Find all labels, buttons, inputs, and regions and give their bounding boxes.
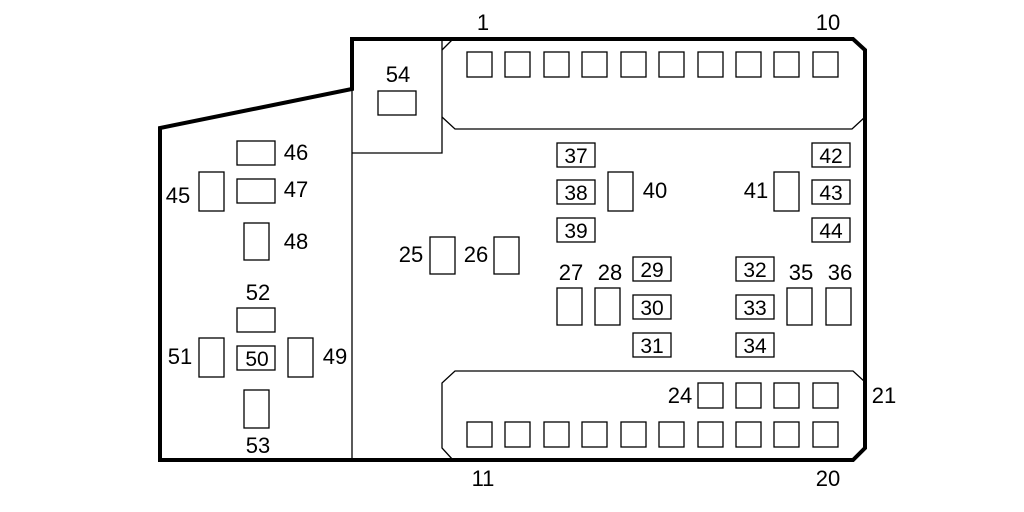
label-31: 31 [640,335,663,358]
relay-54 [377,90,417,116]
fuse-21 [812,382,839,409]
label-21: 21 [872,383,896,408]
fuse-46 [236,140,276,166]
fuse-1 [466,51,493,78]
fuse-12 [504,421,531,448]
label-52: 52 [246,280,270,305]
fuse-row-21-24 [697,382,839,409]
fuse-22 [773,382,800,409]
label-25: 25 [399,242,423,267]
fuse-28 [594,287,621,326]
position-labels: 1 10 11 20 21 24 25 26 27 28 29 30 31 32… [166,10,896,491]
fuse-44 [811,217,851,243]
label-36: 36 [828,260,852,285]
fuse-38 [556,179,596,205]
label-51: 51 [168,344,192,369]
label-34: 34 [743,335,767,358]
fuse-39 [556,217,596,243]
label-10: 10 [816,10,840,35]
fuse-19 [773,421,800,448]
fuse-47 [236,178,276,204]
label-47: 47 [284,177,308,202]
fuse-30 [632,294,672,320]
relay-54-compartment [352,39,443,154]
fuse-11 [466,421,493,448]
label-11: 11 [472,466,495,491]
fuse-36 [825,287,852,326]
label-30: 30 [640,297,663,320]
fuse-15 [620,421,647,448]
label-1: 1 [477,10,489,35]
label-43: 43 [819,182,842,205]
fuse-6 [658,51,685,78]
label-40: 40 [643,178,667,203]
bottom-fuse-row [466,421,839,448]
fuse-2 [504,51,531,78]
top-fuse-row-frame [441,38,866,130]
fuse-31 [632,332,672,358]
fuse-14 [581,421,608,448]
label-48: 48 [284,229,308,254]
label-37: 37 [564,145,587,168]
fuse-7 [697,51,724,78]
label-50: 50 [245,348,268,371]
label-20: 20 [816,466,840,491]
fuse-42 [811,142,851,168]
fuse-45 [198,171,225,212]
fuse-32 [735,256,775,282]
fuse-16 [658,421,685,448]
fuse-27 [556,287,583,326]
fuse-25 [429,236,456,275]
fuse-34 [735,332,775,358]
label-28: 28 [598,260,622,285]
fuse-53 [243,389,270,429]
fuse-33 [735,294,775,320]
fuse-17 [697,421,724,448]
fuse-41 [773,171,800,212]
fuse-4 [581,51,608,78]
label-24: 24 [668,383,692,408]
fuse-35 [786,287,813,326]
fuse-24 [697,382,724,409]
label-32: 32 [743,259,766,282]
fuse-29 [632,256,672,282]
fuse-10 [812,51,839,78]
fuse-40 [607,171,634,212]
fuse-49 [287,337,314,378]
label-42: 42 [819,145,842,168]
label-49: 49 [323,344,347,369]
fuse-13 [543,421,570,448]
label-38: 38 [564,182,587,205]
bottom-fuse-row-frame [441,370,866,461]
label-41: 41 [744,178,768,203]
fuse-5 [620,51,647,78]
fuse-43 [811,179,851,205]
label-33: 33 [743,297,766,320]
label-26: 26 [464,242,488,267]
top-fuse-row [466,51,839,78]
label-45: 45 [166,183,190,208]
fuse-3 [543,51,570,78]
label-27: 27 [559,260,583,285]
fuse-26 [493,236,520,275]
housing-outline [158,37,867,462]
fuse-23 [735,382,762,409]
fuse-52 [236,307,276,333]
label-54: 54 [386,62,410,87]
label-29: 29 [640,259,663,282]
fuse-20 [812,421,839,448]
label-53: 53 [246,433,270,458]
fuse-51 [198,337,225,378]
label-35: 35 [789,260,813,285]
fuse-9 [773,51,800,78]
label-44: 44 [819,220,843,243]
label-46: 46 [284,140,308,165]
label-39: 39 [564,220,587,243]
fuse-48 [243,222,270,261]
fuse-50 [236,345,276,371]
fuse-8 [735,51,762,78]
fuse-37 [556,142,596,168]
fuse-18 [735,421,762,448]
